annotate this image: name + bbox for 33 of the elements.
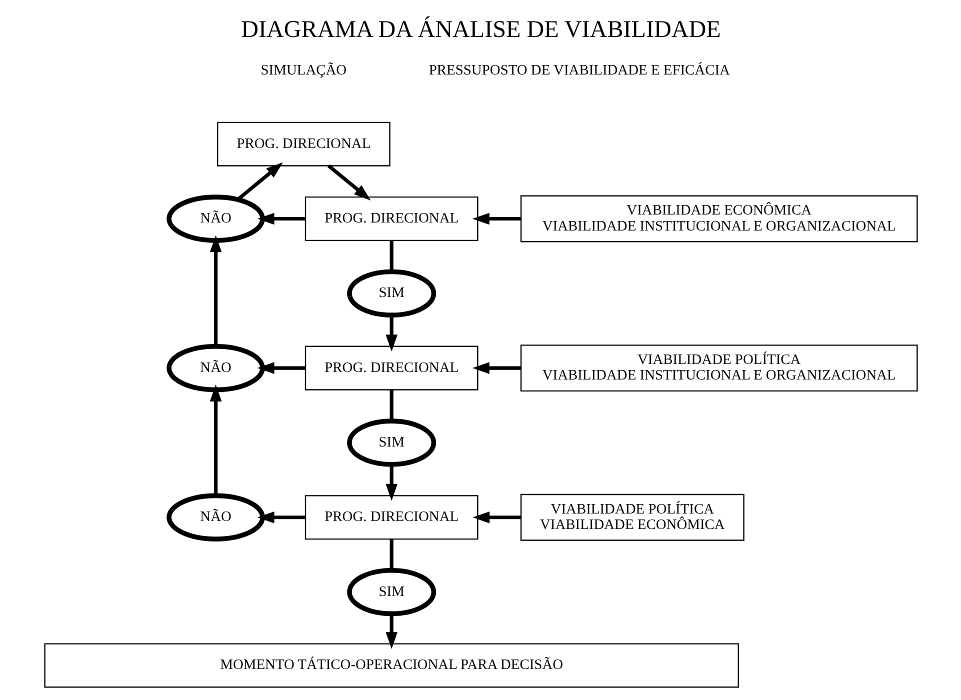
arrow [256,362,305,374]
connector [389,240,393,272]
connector [389,539,393,570]
node-ellipse: SIM [346,418,436,467]
arrow [256,511,305,524]
arrow [472,511,520,524]
node-ellipse: SIM [346,269,436,318]
diagram-title: DIAGRAMA DA ÁNALISE DE VIABILIDADE [240,16,720,43]
arrow [385,464,397,501]
label: PRESSUPOSTO DE VIABILIDADE E EFICÁCIA [428,62,730,78]
arrow [385,315,397,352]
node-box: VIABILIDADE POLÍTICA VIABILIDADE ECONÔMICA [520,494,744,541]
arrow [209,235,222,346]
connector [389,390,393,421]
arrow [472,212,520,225]
arrow [236,162,282,201]
node-ellipse: SIM [346,568,436,616]
node-box: PROG. DIRECIONAL [216,122,390,166]
node-ellipse: NÃO [166,194,264,243]
arrow [472,362,520,374]
node-box: VIABILIDADE ECONÔMICA VIABILIDADE INSTITUCIONAL E ORGANIZACIONAL [520,195,918,242]
node-box: MOMENTO TÁTICO-OPERACIONAL PARA DECISÃO [44,643,738,688]
node-box: PROG. DIRECIONAL [304,495,478,540]
arrow [256,212,305,225]
node-ellipse: NÃO [166,344,264,392]
node-ellipse: NÃO [166,493,264,542]
arrow [209,384,222,496]
node-box: VIABILIDADE POLÍTICA VIABILIDADE INSTITUCIONAL E ORGANIZACIONAL [520,344,918,392]
arrow [327,164,370,200]
node-box: PROG. DIRECIONAL [304,196,478,242]
arrow [385,614,397,649]
label: SIMULAÇÃO [260,62,346,78]
node-box: PROG. DIRECIONAL [304,346,478,390]
